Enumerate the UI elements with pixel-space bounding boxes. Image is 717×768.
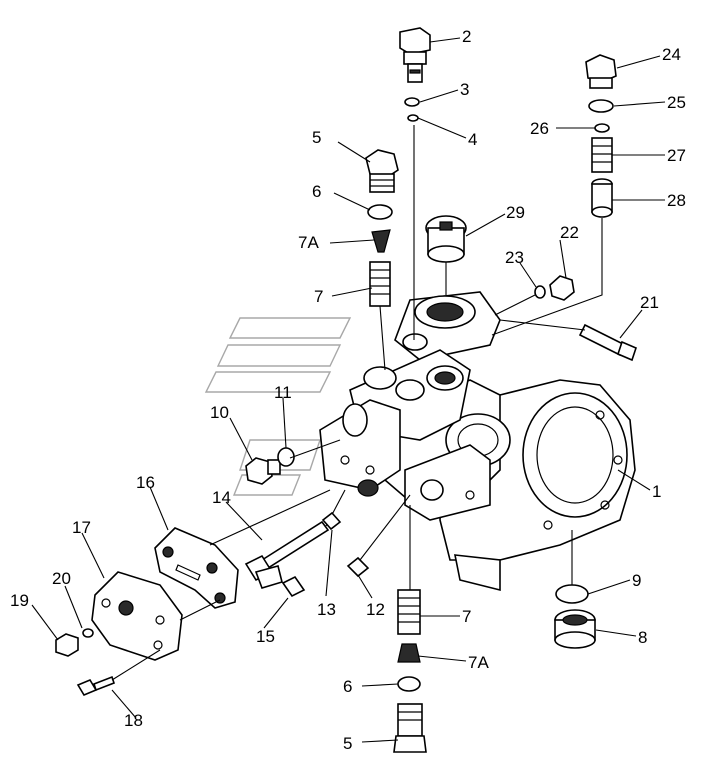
callout-12: 12	[366, 600, 385, 619]
callout-11: 11	[274, 383, 292, 402]
bolt-21	[578, 323, 637, 362]
callout-10: 10	[210, 403, 229, 422]
o-ring-23	[534, 285, 546, 299]
plug-24	[585, 54, 617, 89]
callout-18: 18	[124, 711, 143, 730]
callout-5-bottom: 5	[343, 734, 352, 753]
o-ring-6-top	[367, 204, 393, 220]
callout-8: 8	[638, 628, 647, 647]
callout-14: 14	[212, 488, 231, 507]
watermark-logo	[204, 317, 352, 496]
spring-27	[591, 137, 613, 173]
bolt-18	[76, 675, 115, 697]
callout-5-top: 5	[312, 128, 321, 147]
callout-19: 19	[10, 591, 29, 610]
callout-23: 23	[505, 248, 524, 267]
spool-28	[591, 178, 613, 218]
fitting-15	[281, 575, 306, 598]
callout-2: 2	[462, 27, 471, 46]
tube-14	[244, 520, 330, 589]
callout-7a-top: 7A	[298, 233, 319, 252]
callout-9: 9	[632, 571, 641, 590]
callout-13: 13	[317, 600, 336, 619]
callout-6-bottom: 6	[343, 677, 352, 696]
callout-26: 26	[530, 119, 549, 138]
callout-1: 1	[652, 482, 661, 501]
callout-4: 4	[468, 130, 477, 149]
o-ring-25	[588, 99, 614, 113]
callout-3: 3	[460, 80, 469, 99]
plug-8	[554, 609, 596, 649]
o-ring-4	[407, 114, 419, 122]
o-ring-20	[82, 628, 94, 638]
fitting-12	[346, 556, 370, 578]
o-ring-26	[594, 123, 610, 133]
callout-6-top: 6	[312, 182, 321, 201]
callout-22: 22	[560, 223, 579, 242]
plug-5-top	[365, 149, 399, 193]
plug-5-bottom	[393, 703, 427, 753]
o-ring-3	[404, 97, 420, 107]
callout-16: 16	[136, 473, 155, 492]
plug-22	[549, 275, 575, 301]
cover-17	[91, 571, 183, 661]
callout-29: 29	[506, 203, 525, 222]
callout-labels: 1 2 3 4 5 6 7A 7 29 22 23 24 25 26 27 28…	[10, 27, 686, 753]
plug-10	[245, 457, 281, 485]
gasket-16	[154, 527, 239, 609]
pump-housing	[319, 291, 636, 592]
spring-7a-bottom	[397, 643, 421, 663]
callout-25: 25	[667, 93, 686, 112]
plug-19	[55, 633, 79, 657]
callout-20: 20	[52, 569, 71, 588]
plug-2	[399, 27, 431, 83]
callout-7-bottom: 7	[462, 607, 471, 626]
o-ring-9	[555, 584, 589, 604]
callout-27: 27	[667, 146, 686, 165]
fitting-13	[321, 511, 342, 531]
callout-28: 28	[667, 191, 686, 210]
plug-29	[425, 215, 467, 263]
leader-lines	[31, 37, 666, 743]
o-ring-6-bottom	[397, 676, 421, 692]
callout-21: 21	[640, 293, 659, 312]
callout-24: 24	[662, 45, 681, 64]
callout-15: 15	[256, 627, 275, 646]
callout-17: 17	[72, 518, 91, 537]
spring-7-bottom	[397, 589, 421, 635]
spring-7a-top	[371, 229, 391, 253]
callout-7a-bottom: 7A	[468, 653, 489, 672]
callout-7-top: 7	[314, 287, 323, 306]
spring-7-top	[369, 261, 391, 307]
